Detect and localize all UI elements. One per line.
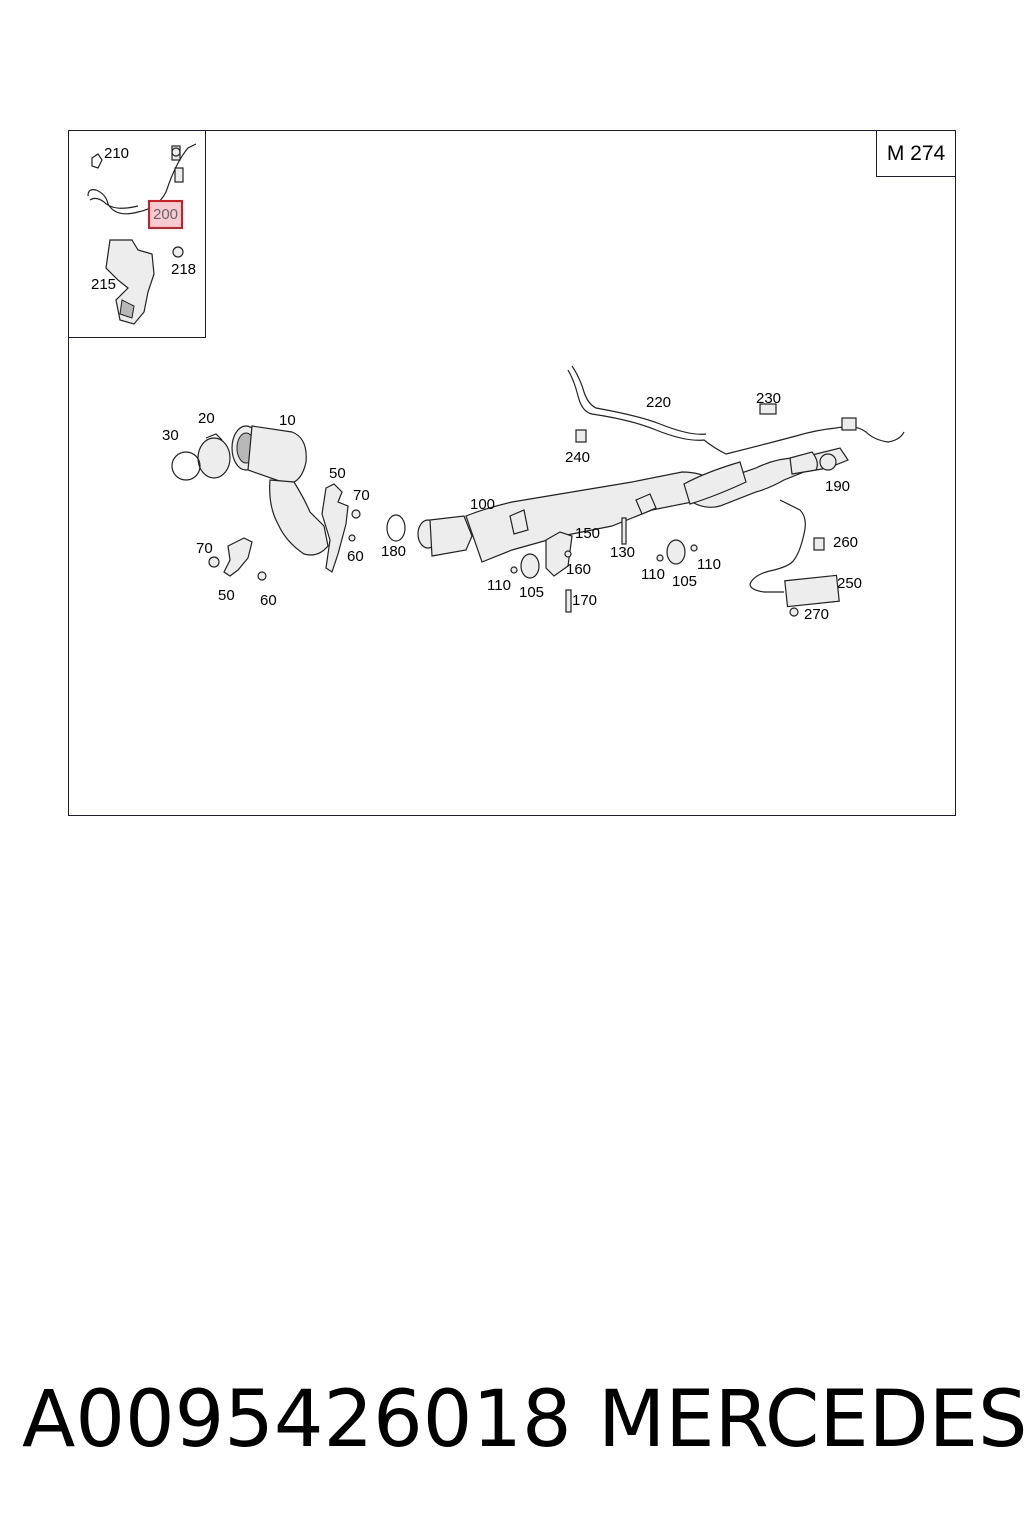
callout-130: 130 — [610, 544, 636, 561]
callout-110-left: 110 — [487, 577, 511, 594]
exhaust-system-drawing — [87, 143, 905, 617]
diagram-frame — [68, 130, 956, 816]
callout-105-right: 105 — [672, 573, 698, 590]
nox-sensor-250-drawing — [749, 499, 840, 617]
callout-260: 260 — [833, 534, 859, 551]
catalyst-10-drawing — [171, 425, 329, 556]
callout-220: 220 — [646, 394, 672, 411]
bracket-215-drawing — [105, 239, 184, 325]
callout-70-upper: 70 — [353, 487, 370, 504]
callout-215: 215 — [91, 276, 117, 293]
callout-200-highlighted[interactable]: 200 — [148, 200, 184, 229]
callout-250: 250 — [837, 575, 863, 592]
gasket-180-drawing — [386, 514, 406, 542]
inset-frame — [68, 130, 206, 338]
callout-110-middle: 110 — [641, 566, 665, 583]
callout-110-right: 110 — [697, 556, 721, 573]
footer: A0095426018 MERCEDES — [0, 1370, 1024, 1470]
hangers-drawing — [509, 493, 698, 613]
callout-60-upper: 60 — [347, 548, 364, 565]
callout-218: 218 — [171, 261, 197, 278]
callout-100: 100 — [470, 496, 496, 513]
bracket-50-drawing — [208, 483, 361, 581]
callout-50-upper: 50 — [329, 465, 346, 482]
callout-150: 150 — [575, 525, 601, 542]
callout-30: 30 — [162, 427, 179, 444]
brand-name: MERCEDES — [598, 1375, 1024, 1465]
callout-160: 160 — [566, 561, 592, 578]
callout-20: 20 — [198, 410, 215, 427]
harness-220-drawing — [567, 365, 905, 455]
callout-60-lower: 60 — [260, 592, 277, 609]
model-tag: M 274 — [876, 130, 956, 177]
callout-10: 10 — [279, 412, 296, 429]
callout-270: 270 — [804, 606, 830, 623]
oxygen-sensor-drawing — [87, 143, 197, 215]
callout-240: 240 — [565, 449, 591, 466]
callout-180: 180 — [381, 543, 407, 560]
callout-105-left: 105 — [519, 584, 545, 601]
callout-190: 190 — [825, 478, 851, 495]
part-number: A0095426018 — [22, 1375, 572, 1465]
callout-230: 230 — [756, 390, 782, 407]
callout-210: 210 — [104, 145, 130, 162]
callout-50-lower: 50 — [218, 587, 235, 604]
callout-70-lower: 70 — [196, 540, 213, 557]
callout-170: 170 — [572, 592, 598, 609]
